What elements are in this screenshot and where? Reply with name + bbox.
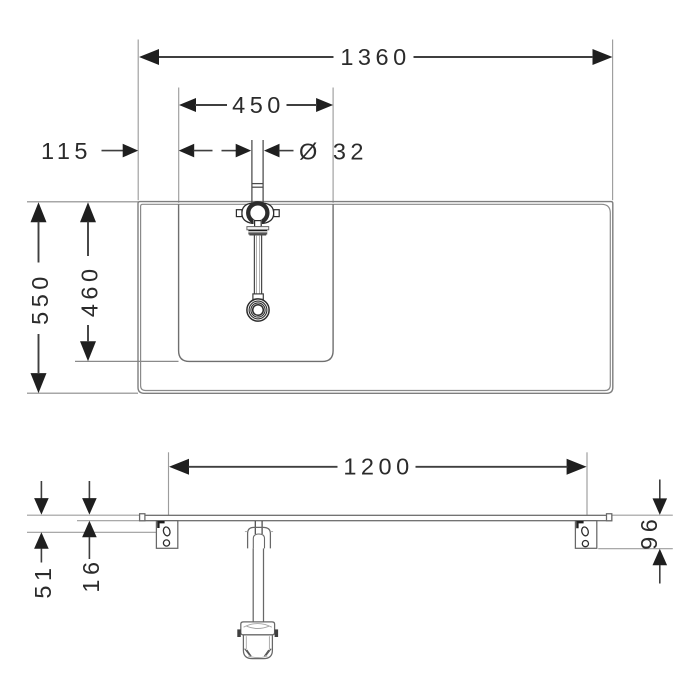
dim-overall-width: 1360	[139, 44, 613, 70]
dim-label-left-offset: 115	[41, 138, 92, 164]
arrowhead-right	[592, 49, 613, 65]
siphon	[237, 521, 279, 660]
arrowhead-down	[30, 373, 47, 394]
arrowhead-up	[80, 202, 96, 223]
dim-label-drain-diameter: Ø 32	[299, 138, 368, 164]
dim-left-offset: 115	[41, 138, 213, 164]
console-slab	[138, 513, 613, 522]
trap-cup-body	[242, 634, 274, 660]
dim-label-slab-thickness: 16	[78, 557, 104, 592]
bracket-slot-hole	[162, 526, 171, 537]
trap-rim-arc-top	[243, 623, 273, 628]
dim-basin-width: 450	[179, 92, 334, 118]
dim-label-basin-depth: 460	[77, 264, 103, 317]
drain-flange-stem	[254, 220, 262, 228]
arrowhead-right	[566, 458, 587, 475]
dim-label-basin-width: 450	[232, 92, 285, 118]
arrowhead-down	[80, 341, 96, 362]
dim-slab-thickness: 16	[78, 481, 104, 593]
arrowhead-left	[179, 98, 196, 112]
dim-label-overall-width: 1360	[340, 44, 410, 70]
drain-flange-tab-right	[273, 209, 280, 218]
extension-lines-top-view	[27, 39, 614, 394]
drain-fitting-top-view	[235, 140, 280, 322]
console-outline	[137, 200, 614, 394]
drain-coil-inner	[251, 303, 265, 317]
arrowhead-left	[139, 49, 159, 65]
dim-bracket-spacing: 1200	[169, 454, 587, 480]
trap-lug-right	[274, 629, 279, 637]
dim-label-overall-depth: 550	[27, 272, 53, 325]
top-view: 1360 450 115 Ø 32	[27, 39, 614, 394]
dim-label-bracket-spacing: 1200	[343, 454, 413, 480]
slab-end-right	[605, 513, 613, 522]
bracket-corner-wedge	[576, 521, 584, 529]
arrowhead-up	[82, 520, 97, 538]
drain-collar-light	[246, 226, 270, 231]
trap-rim-arc-bottom	[246, 625, 270, 629]
dim-total-height: 96	[636, 479, 668, 584]
bracket-screw-hole	[581, 539, 590, 548]
dim-label-total-height: 96	[636, 515, 662, 550]
drain-coil-2	[248, 300, 268, 320]
trap-nut-outer	[246, 526, 272, 549]
drain-collar-dark	[248, 230, 268, 235]
bracket-screw-hole	[162, 539, 171, 547]
dim-overall-depth: 550	[27, 202, 53, 394]
arrowhead-right	[122, 143, 139, 158]
drain-coil-outer	[246, 298, 270, 322]
wall-bracket-left	[155, 520, 179, 549]
console-inner-edge	[140, 203, 611, 392]
arrowhead-left	[169, 458, 189, 475]
arrowhead-right	[316, 98, 334, 112]
arrowhead-down	[82, 498, 97, 515]
arrowhead-down	[34, 498, 49, 515]
trap-lug-left	[237, 629, 241, 637]
arrowhead-up	[30, 202, 47, 223]
arrowhead-up	[34, 532, 49, 549]
bracket-slot-hole	[581, 526, 589, 537]
wall-bracket-right	[574, 520, 598, 549]
dim-label-slot-offset: 51	[30, 563, 56, 598]
basin-cutout	[177, 204, 334, 363]
arrowhead-down	[652, 498, 668, 515]
dim-basin-depth: 460	[77, 202, 103, 362]
bracket-corner-wedge	[157, 521, 165, 528]
dim-drain-diameter: Ø 32	[221, 138, 368, 164]
drain-coil-3	[250, 302, 266, 318]
drain-flange-tab-left	[235, 209, 243, 218]
console-outer-edge	[137, 200, 614, 394]
trap-hatching	[244, 648, 272, 657]
slab-end-left	[138, 513, 146, 522]
dim-slot-offset: 51	[30, 481, 56, 599]
trap-nut-inner	[252, 533, 266, 549]
arrowhead-left	[264, 143, 280, 158]
trap-cup-bottom-arc	[248, 655, 268, 659]
front-view: 1200 51 16 96	[27, 452, 673, 660]
arrowhead-right	[235, 143, 252, 158]
arrowhead-left	[178, 143, 195, 158]
arrowhead-up	[652, 548, 668, 566]
slab-body	[138, 514, 613, 522]
